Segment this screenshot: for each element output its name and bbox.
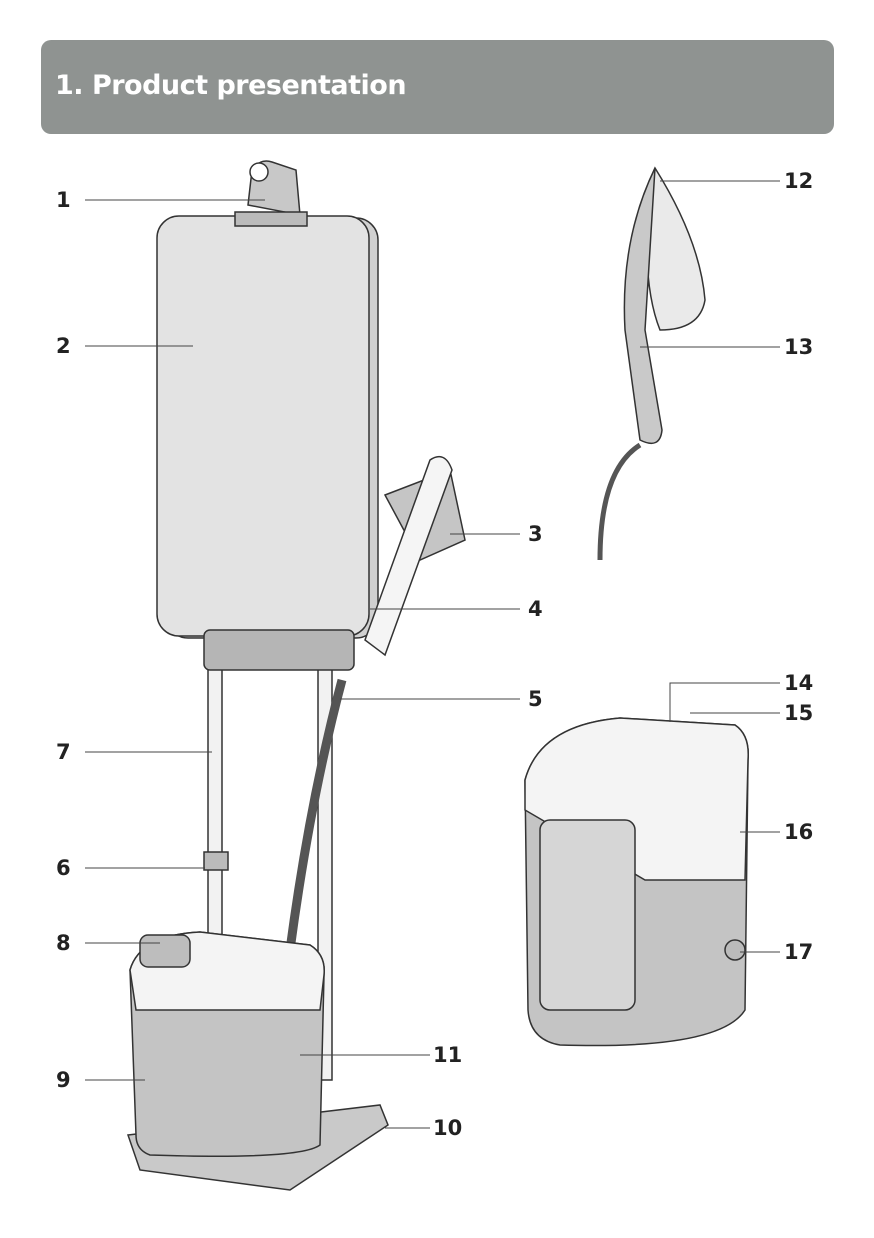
- callout-10: 10: [433, 1116, 463, 1140]
- callout-4: 4: [528, 597, 543, 621]
- callout-1: 1: [56, 188, 71, 212]
- callout-5: 5: [528, 687, 543, 711]
- callout-11: 11: [433, 1043, 463, 1067]
- section-title: 1. Product presentation: [55, 70, 407, 101]
- callout-6: 6: [56, 856, 71, 880]
- callout-17: 17: [784, 940, 814, 964]
- callout-12: 12: [784, 169, 814, 193]
- section-header: 1. Product presentation: [41, 40, 834, 134]
- callout-16: 16: [784, 820, 814, 844]
- callout-8: 8: [56, 931, 71, 955]
- callout-13: 13: [784, 335, 814, 359]
- callout-7: 7: [56, 740, 71, 764]
- callout-2: 2: [56, 334, 71, 358]
- callout-3: 3: [528, 522, 543, 546]
- callout-14: 14: [784, 671, 814, 695]
- callout-9: 9: [56, 1068, 71, 1092]
- callout-15: 15: [784, 701, 814, 725]
